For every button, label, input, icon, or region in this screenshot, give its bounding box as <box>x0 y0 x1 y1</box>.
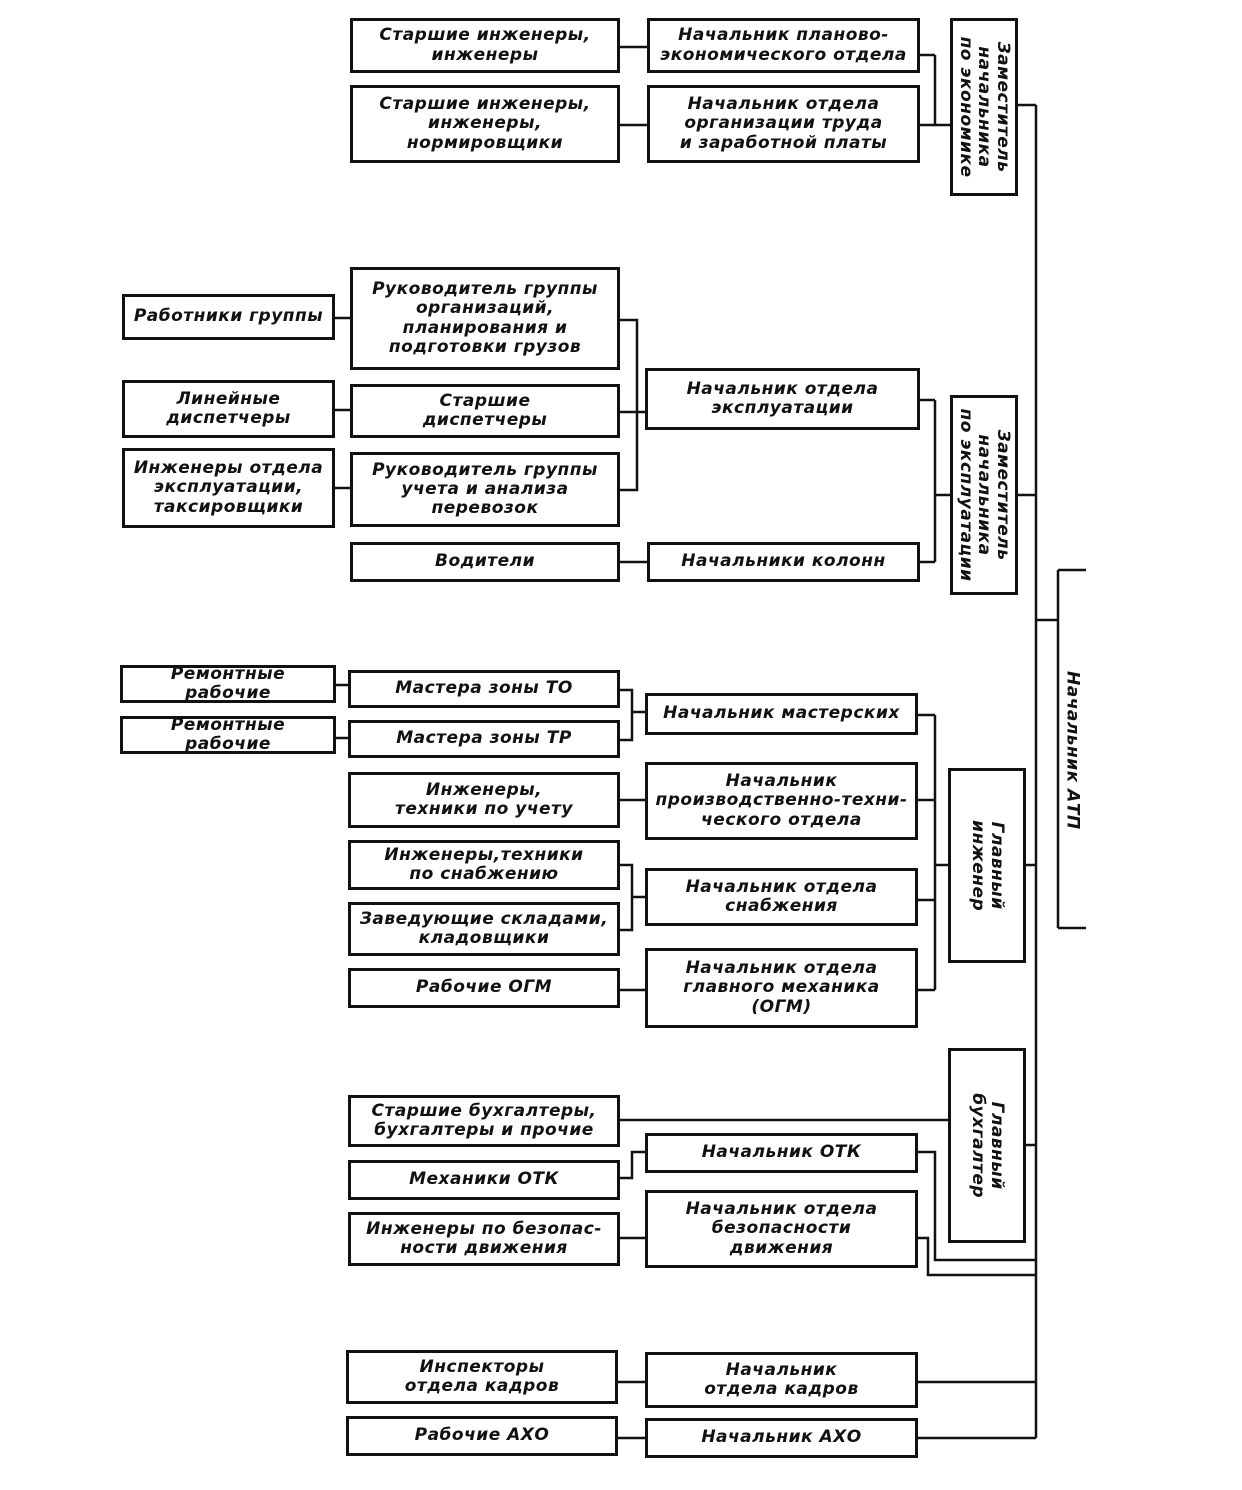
staff-drivers: Водители <box>350 542 620 582</box>
worker-line-dispatchers: Линейные диспетчеры <box>122 380 335 438</box>
chief-accountant-box: Главный бухгалтер <box>948 1048 1026 1243</box>
dept-production-technical: Начальник производственно-техни- ческого… <box>645 762 918 840</box>
worker-repair-workers-1: Ремонтные рабочие <box>120 665 336 703</box>
dept-axo: Начальник АХО <box>645 1418 918 1458</box>
chief-engineer-label: Главный инженер <box>968 819 1007 912</box>
staff-ogm-workers: Рабочие ОГМ <box>348 968 620 1008</box>
dept-supply: Начальник отдела снабжения <box>645 868 918 926</box>
chief-engineer-box: Главный инженер <box>948 768 1026 963</box>
dept-column-heads: Начальники колонн <box>647 542 920 582</box>
staff-safety-engineers: Инженеры по безопас- ности движения <box>348 1212 620 1266</box>
staff-warehouse-managers: Заведующие складами, кладовщики <box>348 902 620 956</box>
deputy-economics-label: Заместитель начальника по экономике <box>955 36 1014 178</box>
worker-repair-workers-2: Ремонтные рабочие <box>120 716 336 754</box>
staff-engineers-supply: Инженеры,техники по снабжению <box>348 840 620 890</box>
staff-group-head-org: Руководитель группы организаций, планиро… <box>350 267 620 370</box>
director-box: Начальник АТП <box>1058 575 1086 925</box>
staff-group-head-account: Руководитель группы учета и анализа пере… <box>350 452 620 527</box>
worker-operations-engineers: Инженеры отдела эксплуатации, таксировщи… <box>122 448 335 528</box>
staff-masters-to: Мастера зоны ТО <box>348 670 620 708</box>
director-label: Начальник АТП <box>1062 670 1083 830</box>
staff-masters-tr: Мастера зоны ТР <box>348 720 620 758</box>
dept-personnel: Начальник отдела кадров <box>645 1352 918 1408</box>
dept-operations: Начальник отдела эксплуатации <box>645 368 920 430</box>
staff-senior-engineers-2: Старшие инженеры, инженеры, нормировщики <box>350 85 620 163</box>
staff-personnel-inspectors: Инспекторы отдела кадров <box>346 1350 618 1404</box>
dept-otk: Начальник ОТК <box>645 1133 918 1173</box>
staff-senior-dispatchers: Старшие диспетчеры <box>350 384 620 438</box>
dept-chief-mechanic: Начальник отдела главного механика (ОГМ) <box>645 948 918 1028</box>
deputy-operations-label: Заместитель начальника по эксплуатации <box>955 408 1014 582</box>
chief-accountant-label: Главный бухгалтер <box>968 1093 1007 1198</box>
deputy-economics-box: Заместитель начальника по экономике <box>950 18 1018 196</box>
dept-workshops: Начальник мастерских <box>645 693 918 735</box>
staff-otk-mechanics: Механики ОТК <box>348 1160 620 1200</box>
worker-group-workers: Работники группы <box>122 294 335 340</box>
staff-axo-workers: Рабочие АХО <box>346 1416 618 1456</box>
staff-senior-engineers-1: Старшие инженеры, инженеры <box>350 18 620 73</box>
dept-labor-wages: Начальник отдела организации труда и зар… <box>647 85 920 163</box>
deputy-operations-box: Заместитель начальника по эксплуатации <box>950 395 1018 595</box>
dept-planning-economic: Начальник планово- экономического отдела <box>647 18 920 73</box>
dept-traffic-safety: Начальник отдела безопасности движения <box>645 1190 918 1268</box>
staff-engineers-accounting: Инженеры, техники по учету <box>348 772 620 828</box>
staff-senior-accountants: Старшие бухгалтеры, бухгалтеры и прочие <box>348 1095 620 1147</box>
connector-director <box>1056 568 1086 930</box>
